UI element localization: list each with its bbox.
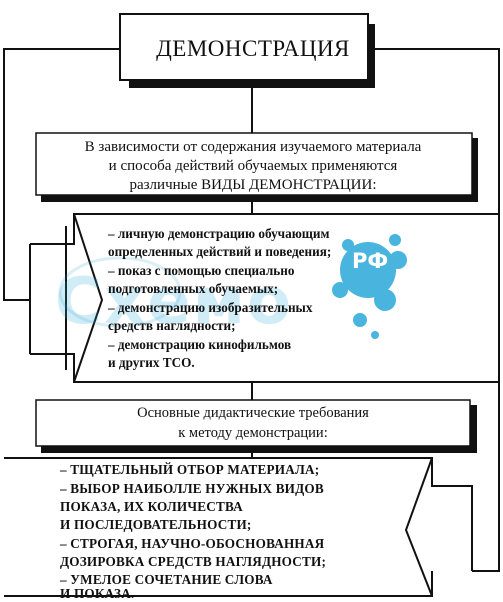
right-arrow-shape (4, 457, 473, 597)
type-line: – демонстрацию изобразительных (108, 300, 313, 315)
requirement-line: – УМЕЛОЕ СОЧЕТАНИЕ СЛОВА (60, 572, 273, 587)
diagram-title: ДЕМОНСТРАЦИЯ (156, 36, 350, 61)
type-line: подготовленных обучаемых; (108, 281, 279, 296)
type-line: определенных действий и поведения; (108, 244, 332, 259)
intro-line-2: и способа действий обучаемых применяются (108, 158, 398, 174)
watermark-text: Схемо (55, 265, 293, 339)
watermark-badge: РФ (352, 249, 389, 273)
intro-line-1: В зависимости от содержания изучаемого м… (84, 139, 422, 155)
requirements-header-box (35, 399, 471, 447)
type-line: – демонстрацию кинофильмов (108, 337, 292, 352)
requirements-header-line-1: Основные дидактические требования (137, 405, 369, 421)
intro-line-3: различные ВИДЫ ДЕМОНСТРАЦИИ: (129, 177, 377, 193)
requirement-line: – ВЫБОР НАИБОЛЛЕ НУЖНЫХ ВИДОВ (60, 481, 324, 496)
requirement-line: И ПОСЛЕДОВАТЕЛЬНОСТИ; (60, 517, 252, 532)
requirement-line: – СТРОГАЯ, НАУЧНО-ОБОСНОВАННАЯ (60, 536, 325, 551)
type-line: и других ТСО. (108, 355, 195, 370)
type-line: – личную демонстрацию обучающим (108, 226, 330, 241)
requirement-line: ДОЗИРОВКА СРЕДСТВ НАГЛЯДНОСТИ; (60, 554, 327, 569)
watermark-splash-icon (332, 234, 407, 339)
requirement-line: – ТЩАТЕЛЬНЫЙ ОТБОР МАТЕРИАЛА; (60, 462, 320, 477)
left-arrow-shape (29, 213, 498, 383)
intro-box (35, 132, 473, 196)
requirement-line: И ПОКАЗА. (60, 586, 135, 601)
title-box (119, 13, 369, 81)
type-line: средств наглядности; (108, 318, 236, 333)
requirement-line: ПОКАЗА, ИХ КОЛИЧЕСТВА (60, 499, 243, 514)
requirements-header-line-2: к методу демонстрации: (178, 425, 328, 441)
type-line: – показ с помощью специально (108, 263, 295, 278)
watermark-ring (58, 256, 182, 328)
